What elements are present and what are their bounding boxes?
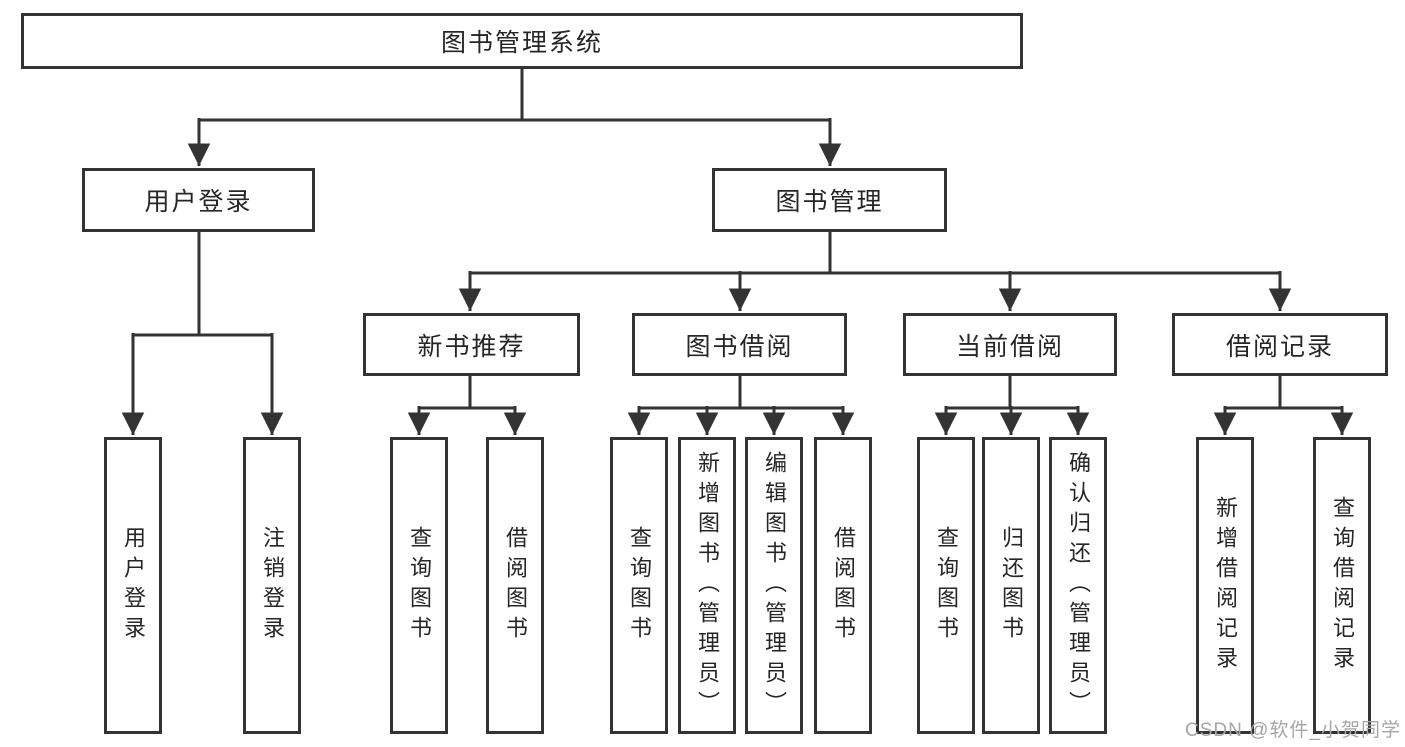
leaf-query-books-borrow: 查询图书 <box>610 437 668 734</box>
connector-borrow-records-to-leaves <box>1213 376 1354 435</box>
node-new-book-recommend: 新书推荐 <box>363 313 580 376</box>
leaf-borrow-books-recommend: 借阅图书 <box>486 437 544 734</box>
leaf-logout: 注销登录 <box>243 437 301 734</box>
connector-book-management-to-level3 <box>458 232 1292 311</box>
leaf-query-books-recommend: 查询图书 <box>390 437 448 734</box>
node-current-borrow: 当前借阅 <box>903 313 1117 376</box>
node-user-login: 用户登录 <box>82 168 315 232</box>
leaf-user-login: 用户登录 <box>104 437 162 734</box>
connector-new-book-recommend-to-leaves <box>407 376 527 435</box>
leaf-edit-books-admin: 编辑图书（管理员） <box>745 437 803 734</box>
leaf-borrow-books-borrow: 借阅图书 <box>814 437 872 734</box>
leaf-confirm-return-admin: 确认归还（管理员） <box>1049 437 1107 734</box>
leaf-add-books-admin: 新增图书（管理员） <box>678 437 736 734</box>
leaf-query-books-current: 查询图书 <box>917 437 975 734</box>
connector-current-borrow-to-leaves <box>934 376 1090 435</box>
leaf-add-borrow-record: 新增借阅记录 <box>1196 437 1254 734</box>
leaf-query-borrow-record: 查询借阅记录 <box>1313 437 1371 734</box>
connector-root-to-level2 <box>187 69 842 166</box>
leaf-return-books: 归还图书 <box>982 437 1040 734</box>
node-borrow-records: 借阅记录 <box>1172 313 1388 376</box>
node-library-management-system: 图书管理系统 <box>21 13 1023 69</box>
node-book-management: 图书管理 <box>712 168 947 232</box>
node-book-borrow: 图书借阅 <box>632 313 847 376</box>
connector-user-login-to-leaves <box>121 232 284 435</box>
watermark: CSDN @软件_小贺同学 <box>1185 720 1401 741</box>
connector-book-borrow-to-leaves <box>627 376 855 435</box>
